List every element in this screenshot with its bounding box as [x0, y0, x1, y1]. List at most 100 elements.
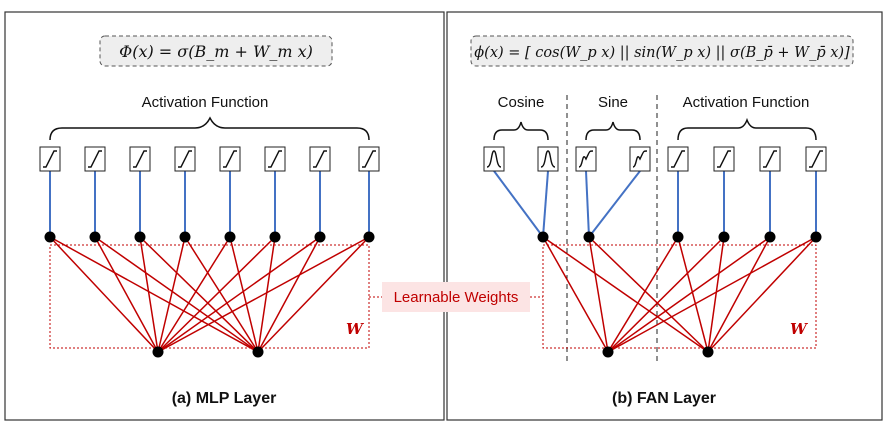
fan-caption: (b) FAN Layer	[612, 390, 716, 407]
fan-hidden-node	[718, 231, 730, 243]
mlp-weight-edge	[157, 236, 276, 353]
mlp-weight-edge	[94, 236, 159, 353]
fan-formula: ϕ(x) = [ cos(W_p x) || sin(W_p x) || σ(B…	[474, 45, 850, 61]
mlp-hidden-node	[134, 231, 146, 243]
sine-brace	[585, 121, 641, 141]
activation-curve-icon	[809, 150, 823, 168]
fan-output-node	[602, 346, 614, 358]
activation-unit-7	[358, 146, 380, 172]
fan-weight-edge	[707, 236, 817, 353]
activation-curve-icon	[313, 150, 327, 168]
mlp-output-node	[252, 346, 264, 358]
fan-weight-edge	[588, 236, 609, 353]
activation-curve-icon	[717, 150, 731, 168]
sine-curve-icon	[578, 150, 594, 168]
mlp-hidden-node	[179, 231, 191, 243]
cosine-label: Cosine	[498, 94, 545, 111]
fan-weight-edge	[707, 236, 725, 353]
mlp-weight-edge	[139, 236, 159, 353]
mlp-weight-edge	[157, 236, 231, 353]
cosine-unit-1	[537, 146, 559, 172]
fan-hidden-node	[537, 231, 549, 243]
mlp-weight-edge	[257, 236, 321, 353]
mlp-weight-edge	[157, 236, 321, 353]
mlp-formula-box	[99, 35, 333, 67]
mlp-hidden-node	[89, 231, 101, 243]
mlp-panel-frame	[4, 11, 445, 421]
mlp-weight-edge	[139, 236, 259, 353]
mlp-weight-edge	[157, 236, 370, 353]
mlp-hidden-node	[224, 231, 236, 243]
activation-unit-1	[713, 146, 735, 172]
mlp-weight-edge	[49, 236, 159, 353]
fan-weight-edge	[607, 236, 679, 353]
mlp-weight-edge	[257, 236, 370, 353]
fan-weight-edge	[707, 236, 771, 353]
fan-unit-edge	[493, 170, 544, 238]
fan-activation-brace	[677, 117, 817, 141]
mlp-caption: (a) MLP Layer	[172, 390, 277, 407]
fan-weight-edge	[588, 236, 709, 353]
activation-unit-5	[264, 146, 286, 172]
fan-hidden-node	[583, 231, 595, 243]
fan-unit-edge	[542, 170, 549, 238]
activation-curve-icon	[362, 150, 376, 168]
activation-curve-icon	[178, 150, 192, 168]
fan-panel-frame	[446, 11, 883, 421]
fan-weight-edge	[542, 236, 609, 353]
learnable-weights-box	[382, 282, 530, 312]
activation-curve-icon	[223, 150, 237, 168]
fan-unit-edge	[588, 170, 641, 238]
activation-curve-icon	[133, 150, 147, 168]
fan-hidden-node	[810, 231, 822, 243]
activation-unit-0	[39, 146, 61, 172]
fan-weight-label: W	[790, 320, 809, 338]
mlp-weight-region	[49, 244, 370, 349]
mlp-weight-edge	[257, 236, 276, 353]
activation-unit-2	[759, 146, 781, 172]
activation-unit-3	[174, 146, 196, 172]
fan-weight-edge	[607, 236, 817, 353]
activation-unit-1	[84, 146, 106, 172]
cosine-curve-icon	[540, 150, 556, 168]
mlp-weight-edge	[94, 236, 259, 353]
fan-unit-edge	[585, 170, 590, 238]
fan-hidden-node	[764, 231, 776, 243]
fan-weight-edge	[677, 236, 709, 353]
fan-weight-edge	[607, 236, 725, 353]
mlp-brace	[49, 116, 370, 141]
activation-unit-2	[129, 146, 151, 172]
cosine-brace	[493, 121, 549, 141]
activation-curve-icon	[43, 150, 57, 168]
activation-unit-0	[667, 146, 689, 172]
cosine-curve-icon	[486, 150, 502, 168]
mlp-weight-label: W	[346, 320, 365, 338]
mlp-formula: Φ(x) = σ(B_m + W_m x)	[119, 42, 313, 61]
sine-label: Sine	[598, 94, 628, 111]
mlp-weight-edge	[229, 236, 259, 353]
activation-curve-icon	[763, 150, 777, 168]
mlp-weight-edge	[157, 236, 186, 353]
mlp-hidden-node	[269, 231, 281, 243]
fan-output-node	[702, 346, 714, 358]
mlp-activation-label: Activation Function	[142, 94, 269, 111]
mlp-hidden-node	[363, 231, 375, 243]
activation-curve-icon	[268, 150, 282, 168]
activation-unit-6	[309, 146, 331, 172]
activation-unit-4	[219, 146, 241, 172]
sine-curve-icon	[632, 150, 648, 168]
mlp-hidden-node	[314, 231, 326, 243]
cosine-unit-0	[483, 146, 505, 172]
activation-curve-icon	[671, 150, 685, 168]
fan-activation-label: Activation Function	[683, 94, 810, 111]
fan-formula-box	[470, 35, 854, 67]
mlp-weight-edge	[49, 236, 259, 353]
activation-curve-icon	[88, 150, 102, 168]
mlp-weight-edge	[184, 236, 259, 353]
fan-weight-edge	[542, 236, 709, 353]
fan-weight-edge	[607, 236, 771, 353]
activation-unit-3	[805, 146, 827, 172]
learnable-weights-label: Learnable Weights	[394, 289, 519, 306]
sine-unit-0	[575, 146, 597, 172]
